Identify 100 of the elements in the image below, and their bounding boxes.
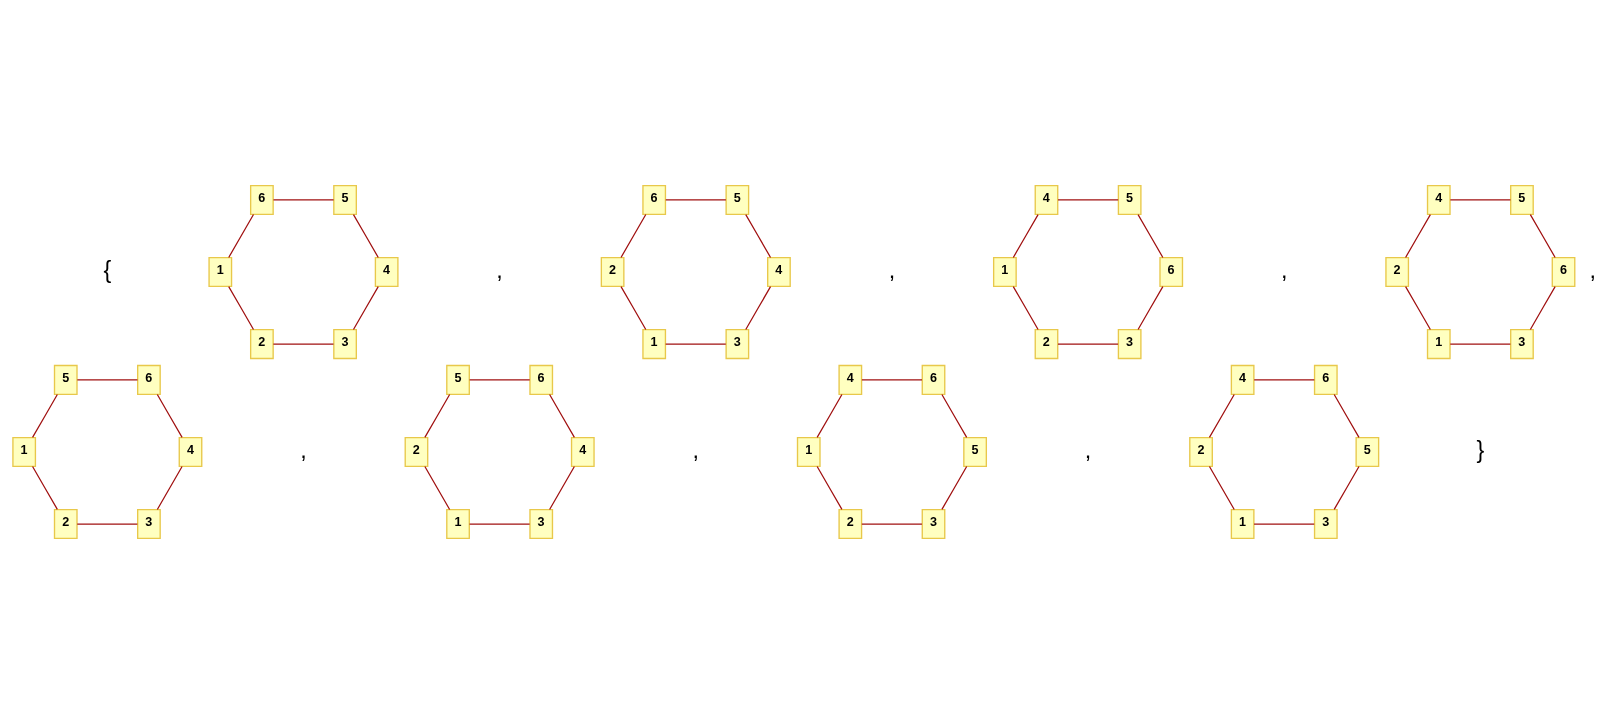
connector — [1333, 465, 1360, 510]
connector — [941, 393, 968, 438]
node-box: 5 — [53, 364, 78, 395]
node-box: 5 — [446, 364, 470, 395]
connector — [156, 393, 183, 438]
node-box: 2 — [1034, 328, 1059, 359]
node-box: 2 — [600, 256, 625, 287]
label: , — [692, 436, 700, 463]
node-box: 3 — [1117, 328, 1142, 359]
connector — [76, 522, 138, 525]
connector — [941, 465, 968, 510]
connector — [31, 393, 58, 438]
node-box: 3 — [137, 508, 161, 539]
connector — [1404, 213, 1431, 258]
node-box: 1 — [12, 436, 37, 467]
node-box: 5 — [725, 184, 750, 215]
node-box: 4 — [1426, 184, 1451, 215]
connector — [861, 378, 923, 381]
connector — [549, 465, 575, 510]
label: , — [1084, 436, 1092, 463]
label: } — [1476, 436, 1485, 463]
connector — [816, 465, 843, 510]
connector — [468, 522, 531, 525]
node-box: 1 — [208, 256, 233, 287]
label: , — [300, 436, 307, 463]
connector — [228, 213, 255, 258]
connector — [424, 465, 451, 510]
connector — [31, 465, 58, 510]
connector — [861, 522, 923, 525]
node-box: 6 — [529, 364, 554, 395]
node-box: 1 — [446, 508, 470, 539]
connector — [620, 285, 647, 330]
connector — [1449, 342, 1511, 345]
connector — [1137, 213, 1164, 258]
connector — [549, 393, 575, 438]
node-box: 2 — [838, 508, 863, 539]
connector — [76, 378, 139, 381]
node-box: 6 — [1551, 256, 1576, 287]
connector — [1449, 198, 1512, 201]
label: , — [888, 256, 896, 283]
node-box: 1 — [642, 328, 667, 359]
label: { — [103, 256, 112, 283]
node-box: 2 — [53, 508, 78, 539]
label: , — [1589, 256, 1597, 283]
connector — [272, 342, 335, 345]
node-box: 5 — [963, 436, 987, 467]
connector — [1333, 393, 1360, 438]
node-box: 4 — [178, 436, 203, 467]
label: , — [496, 256, 503, 283]
connector — [1012, 213, 1039, 258]
connector — [816, 393, 843, 438]
connector — [1253, 522, 1315, 525]
node-box: 5 — [1117, 184, 1142, 215]
node-box: 2 — [249, 328, 274, 359]
connector — [620, 213, 647, 258]
connector — [1529, 285, 1556, 330]
node-box: 3 — [529, 508, 554, 539]
node-box: 4 — [767, 256, 791, 287]
connector — [228, 285, 255, 330]
node-box: 1 — [1230, 508, 1255, 539]
node-box: 1 — [796, 436, 821, 467]
connector — [1404, 285, 1431, 330]
connector — [1137, 285, 1164, 330]
node-box: 3 — [725, 328, 750, 359]
node-box: 6 — [249, 184, 274, 215]
node-box: 4 — [838, 364, 863, 395]
node-box: 6 — [1313, 364, 1338, 395]
connector — [424, 393, 451, 438]
node-box: 3 — [921, 508, 946, 539]
connector — [1208, 393, 1235, 438]
connector — [665, 342, 727, 345]
node-box: 3 — [1313, 508, 1338, 539]
node-box: 1 — [1426, 328, 1451, 359]
node-box: 4 — [374, 256, 399, 287]
node-box: 6 — [137, 364, 161, 395]
node-box: 1 — [992, 256, 1017, 287]
node-box: 4 — [570, 436, 595, 467]
connector — [352, 285, 379, 330]
connector — [1057, 342, 1119, 345]
connector — [1529, 213, 1556, 258]
node-box: 2 — [404, 436, 429, 467]
connector — [1012, 285, 1039, 330]
node-box: 4 — [1034, 184, 1059, 215]
node-box: 5 — [333, 184, 357, 215]
connector — [272, 198, 335, 201]
node-box: 2 — [1189, 436, 1213, 467]
label: , — [1280, 256, 1288, 283]
node-box: 3 — [333, 328, 357, 359]
connector — [745, 213, 772, 258]
connector — [1208, 465, 1235, 510]
node-box: 5 — [1355, 436, 1380, 467]
node-box: 4 — [1230, 364, 1255, 395]
node-box: 6 — [921, 364, 946, 395]
node-box: 6 — [642, 184, 667, 215]
node-box: 5 — [1510, 184, 1534, 215]
connector — [1253, 378, 1315, 381]
connector — [745, 285, 772, 330]
connector — [469, 378, 531, 381]
connector — [1057, 198, 1119, 201]
node-box: 6 — [1159, 256, 1184, 287]
